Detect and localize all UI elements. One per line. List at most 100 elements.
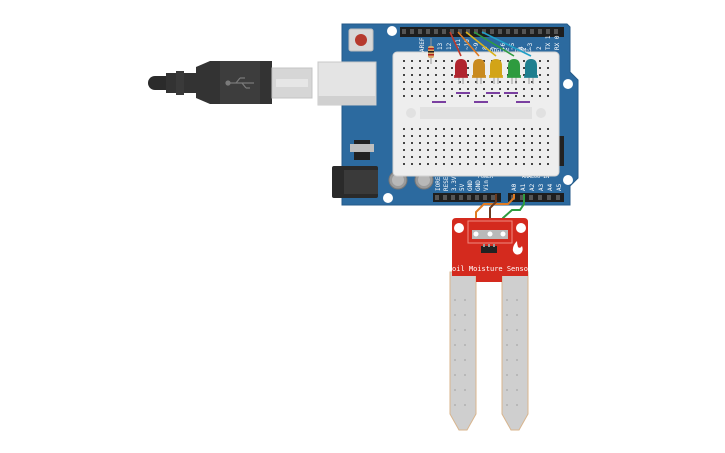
breadboard-hole[interactable] xyxy=(483,81,485,83)
breadboard-hole[interactable] xyxy=(499,95,501,97)
breadboard[interactable] xyxy=(392,51,560,177)
breadboard-hole[interactable] xyxy=(539,81,541,83)
breadboard-hole[interactable] xyxy=(419,128,421,130)
breadboard-hole[interactable] xyxy=(475,163,477,165)
breadboard-hole[interactable] xyxy=(459,128,461,130)
breadboard-hole[interactable] xyxy=(483,149,485,151)
breadboard-hole[interactable] xyxy=(547,88,549,90)
breadboard-hole[interactable] xyxy=(427,74,429,76)
header-pin[interactable] xyxy=(482,29,486,34)
breadboard-hole[interactable] xyxy=(475,149,477,151)
breadboard-hole[interactable] xyxy=(507,60,509,62)
breadboard-hole[interactable] xyxy=(507,135,509,137)
breadboard-hole[interactable] xyxy=(515,156,517,158)
breadboard-hole[interactable] xyxy=(483,142,485,144)
breadboard-hole[interactable] xyxy=(483,135,485,137)
header-pin[interactable] xyxy=(506,29,510,34)
breadboard-hole[interactable] xyxy=(427,156,429,158)
breadboard-hole[interactable] xyxy=(443,142,445,144)
breadboard-hole[interactable] xyxy=(459,163,461,165)
breadboard-hole[interactable] xyxy=(411,60,413,62)
breadboard-hole[interactable] xyxy=(523,135,525,137)
breadboard-hole[interactable] xyxy=(491,128,493,130)
breadboard-hole[interactable] xyxy=(515,135,517,137)
breadboard-hole[interactable] xyxy=(459,81,461,83)
breadboard-hole[interactable] xyxy=(451,142,453,144)
led[interactable] xyxy=(454,59,468,84)
breadboard-hole[interactable] xyxy=(531,88,533,90)
breadboard-hole[interactable] xyxy=(411,88,413,90)
breadboard-hole[interactable] xyxy=(435,135,437,137)
breadboard-hole[interactable] xyxy=(467,60,469,62)
breadboard-hole[interactable] xyxy=(539,163,541,165)
breadboard-hole[interactable] xyxy=(419,88,421,90)
header-pin[interactable] xyxy=(443,195,447,200)
analog-header[interactable] xyxy=(508,193,564,202)
breadboard-hole[interactable] xyxy=(539,74,541,76)
breadboard-hole[interactable] xyxy=(411,67,413,69)
header-pin[interactable] xyxy=(410,29,414,34)
breadboard-hole[interactable] xyxy=(403,81,405,83)
header-pin[interactable] xyxy=(547,195,551,200)
breadboard-hole[interactable] xyxy=(427,60,429,62)
breadboard-hole[interactable] xyxy=(459,142,461,144)
led[interactable] xyxy=(524,59,538,84)
breadboard-hole[interactable] xyxy=(547,128,549,130)
led[interactable] xyxy=(472,59,486,84)
breadboard-hole[interactable] xyxy=(491,142,493,144)
breadboard-hole[interactable] xyxy=(427,163,429,165)
breadboard-hole[interactable] xyxy=(475,88,477,90)
breadboard-hole[interactable] xyxy=(451,67,453,69)
breadboard-hole[interactable] xyxy=(443,128,445,130)
header-pin[interactable] xyxy=(520,195,524,200)
breadboard-hole[interactable] xyxy=(403,135,405,137)
usb-cable[interactable] xyxy=(148,61,313,104)
breadboard-hole[interactable] xyxy=(451,60,453,62)
breadboard-hole[interactable] xyxy=(419,67,421,69)
breadboard-hole[interactable] xyxy=(435,142,437,144)
breadboard-hole[interactable] xyxy=(435,67,437,69)
breadboard-hole[interactable] xyxy=(499,142,501,144)
breadboard-hole[interactable] xyxy=(403,149,405,151)
breadboard-hole[interactable] xyxy=(403,95,405,97)
breadboard-hole[interactable] xyxy=(523,142,525,144)
breadboard-hole[interactable] xyxy=(523,88,525,90)
breadboard-hole[interactable] xyxy=(499,81,501,83)
breadboard-hole[interactable] xyxy=(515,142,517,144)
breadboard-hole[interactable] xyxy=(419,60,421,62)
header-pin[interactable] xyxy=(474,29,478,34)
header-pin[interactable] xyxy=(426,29,430,34)
breadboard-hole[interactable] xyxy=(467,163,469,165)
breadboard-hole[interactable] xyxy=(403,163,405,165)
breadboard-hole[interactable] xyxy=(507,81,509,83)
breadboard-hole[interactable] xyxy=(427,67,429,69)
breadboard-hole[interactable] xyxy=(443,149,445,151)
header-pin[interactable] xyxy=(466,29,470,34)
breadboard-hole[interactable] xyxy=(419,163,421,165)
breadboard-hole[interactable] xyxy=(443,156,445,158)
breadboard-hole[interactable] xyxy=(443,81,445,83)
breadboard-hole[interactable] xyxy=(539,156,541,158)
breadboard-hole[interactable] xyxy=(491,81,493,83)
header-pin[interactable] xyxy=(442,29,446,34)
breadboard-hole[interactable] xyxy=(523,163,525,165)
breadboard-hole[interactable] xyxy=(427,81,429,83)
breadboard-hole[interactable] xyxy=(491,88,493,90)
breadboard-hole[interactable] xyxy=(499,163,501,165)
header-pin[interactable] xyxy=(467,195,471,200)
header-pin[interactable] xyxy=(483,195,487,200)
breadboard-hole[interactable] xyxy=(515,163,517,165)
breadboard-hole[interactable] xyxy=(547,142,549,144)
header-pin[interactable] xyxy=(556,195,560,200)
sensor-pin-sig[interactable] xyxy=(500,231,506,237)
breadboard-hole[interactable] xyxy=(443,88,445,90)
breadboard-hole[interactable] xyxy=(427,88,429,90)
breadboard-hole[interactable] xyxy=(427,128,429,130)
breadboard-hole[interactable] xyxy=(539,67,541,69)
breadboard-hole[interactable] xyxy=(443,67,445,69)
breadboard-hole[interactable] xyxy=(523,81,525,83)
breadboard-hole[interactable] xyxy=(467,135,469,137)
breadboard-hole[interactable] xyxy=(467,81,469,83)
breadboard-hole[interactable] xyxy=(435,149,437,151)
